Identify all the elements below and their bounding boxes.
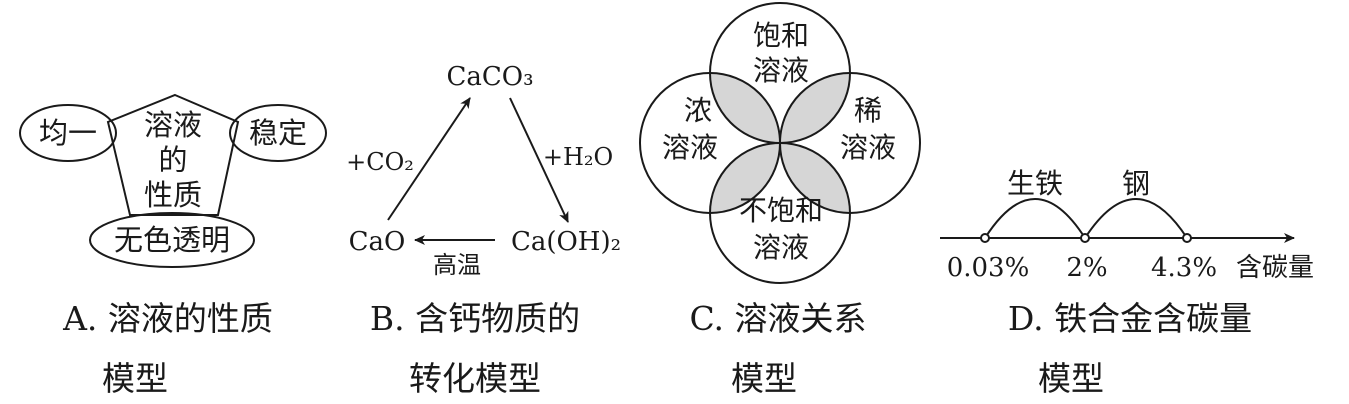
tick-mark-1 — [980, 233, 990, 243]
left-property-oval — [19, 104, 117, 162]
arc-label-steel: 钢 — [1122, 167, 1150, 200]
arc-label-pig-iron: 生铁 — [1007, 167, 1063, 200]
bottom-label-2: 溶液 — [753, 231, 809, 264]
center-line-2: 的 — [158, 143, 187, 177]
caption-b-line-1: B. 含钙物质的 — [370, 299, 580, 338]
caption-c-line-1: C. 溶液关系 — [689, 299, 866, 338]
arc-steel — [1084, 198, 1188, 239]
caption-d-line-2: 模型 — [1038, 359, 1104, 398]
arrow-top-to-right — [509, 97, 569, 223]
panel-d: 生铁 钢 0.03% 2% 4.3% 含碳量 D. 铁合金含碳量 模型 — [940, 167, 1314, 398]
arrow-left-to-top — [387, 97, 471, 221]
edge-left-label: +CO₂ — [346, 148, 414, 176]
tick-label-1: 0.03% — [947, 253, 1030, 283]
right-property: 稳定 — [249, 116, 307, 150]
panel-c: 饱和 溶液 浓 溶液 稀 溶液 不饱和 溶液 C. 溶液关系 模型 — [639, 2, 921, 398]
caption-a-line-2: 模型 — [102, 359, 168, 398]
edge-right-label: +H₂O — [543, 143, 613, 171]
top-label-2: 溶液 — [753, 54, 809, 87]
right-property-oval — [229, 104, 327, 162]
left-label-2: 溶液 — [662, 131, 718, 164]
caption-a-line-1: A. 溶液的性质 — [62, 299, 273, 338]
property-pentagon — [106, 93, 240, 216]
overlap-bottom-left — [710, 143, 780, 213]
caption-c-line-2: 模型 — [731, 359, 797, 398]
bottom-property: 无色透明 — [114, 223, 230, 257]
axis-label: 含碳量 — [1236, 253, 1314, 283]
node-left: CaO — [349, 227, 406, 257]
right-label-2: 溶液 — [840, 131, 896, 164]
left-label-1: 浓 — [684, 94, 712, 127]
edge-bottom-label: 高温 — [433, 251, 481, 279]
center-line-1: 溶液 — [144, 108, 202, 142]
caption-d-line-1: D. 铁合金含碳量 — [1008, 299, 1252, 338]
overlap-top-right — [780, 73, 850, 143]
tick-mark-3 — [1182, 233, 1192, 243]
center-line-3: 性质 — [144, 178, 202, 212]
node-top: CaCO₃ — [446, 62, 533, 92]
tick-mark-2 — [1080, 233, 1090, 243]
overlap-bottom-right — [780, 143, 850, 213]
overlap-shading — [710, 73, 850, 213]
left-property: 均一 — [39, 116, 97, 150]
tick-label-3: 4.3% — [1151, 253, 1217, 283]
bottom-label-1: 不饱和 — [739, 194, 823, 227]
node-right: Ca(OH)₂ — [511, 227, 621, 257]
circle-bottom — [709, 142, 851, 284]
right-label-1: 稀 — [854, 94, 882, 127]
top-label-1: 饱和 — [753, 19, 809, 52]
panel-b: CaCO₃ CaO Ca(OH)₂ +CO₂ +H₂O 高温 B. 含钙物质的 … — [346, 62, 621, 398]
overlap-top-left — [710, 73, 780, 143]
arc-pig-iron — [984, 198, 1086, 239]
tick-label-2: 2% — [1066, 253, 1107, 283]
caption-b-line-2: 转化模型 — [409, 359, 541, 398]
panel-a: 溶液 的 性质 均一 稳定 无色透明 A. 溶液的性质 模型 — [19, 93, 327, 398]
bottom-property-oval — [89, 212, 255, 268]
